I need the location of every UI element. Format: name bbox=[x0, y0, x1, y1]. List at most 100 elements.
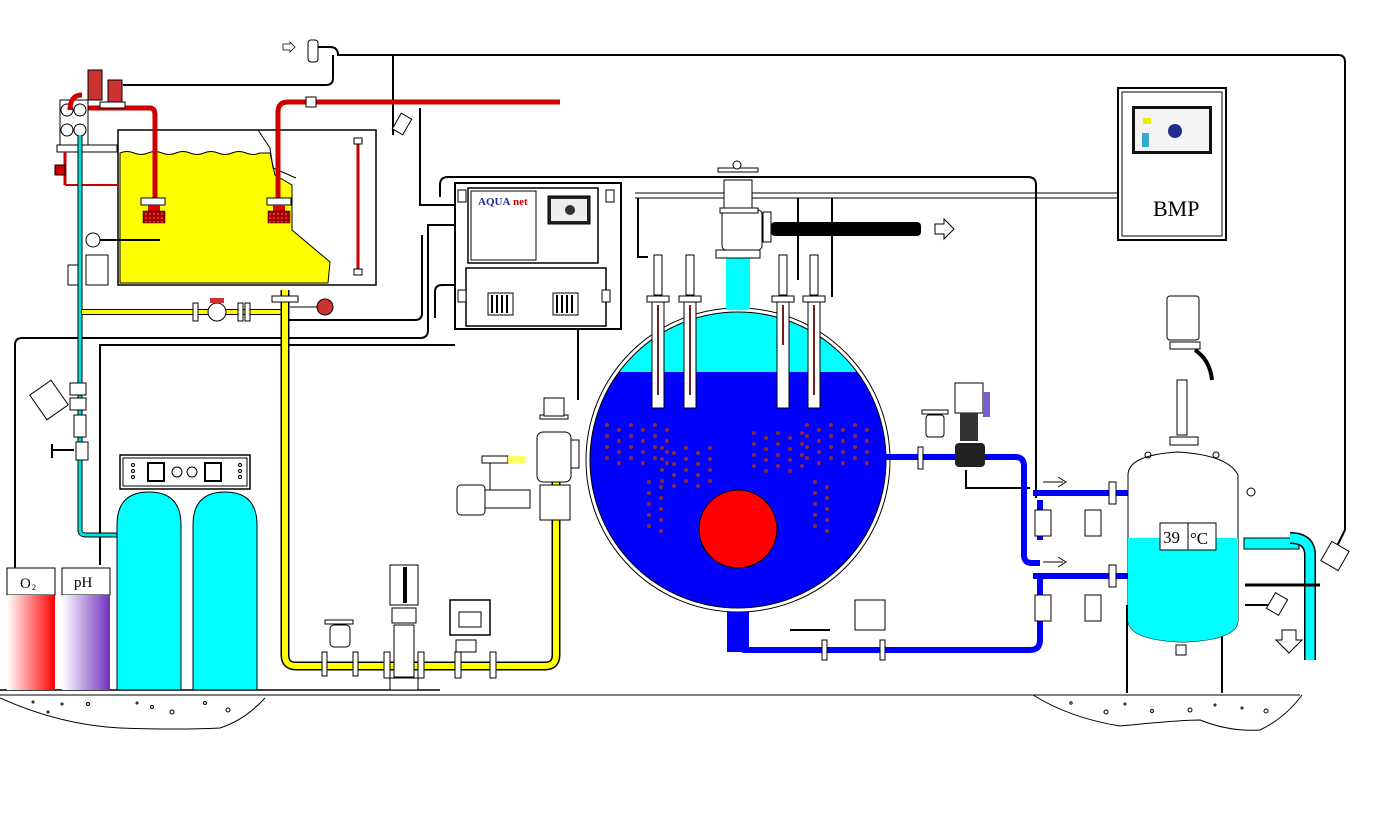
exhaust-pipe bbox=[771, 217, 955, 241]
fire-tube bbox=[813, 480, 817, 484]
main-steam-valve bbox=[715, 160, 772, 259]
fire-tube bbox=[752, 442, 756, 446]
fire-tube bbox=[659, 496, 663, 500]
fire-tube bbox=[696, 451, 700, 455]
o2-label: O bbox=[20, 576, 31, 592]
boiler-burner bbox=[698, 489, 778, 569]
boiler-electrodes bbox=[646, 254, 826, 409]
bmp-label: BMP bbox=[1153, 196, 1199, 221]
ph-analyzer: pH bbox=[61, 567, 111, 690]
softener-column-1 bbox=[116, 491, 182, 691]
fire-tube bbox=[660, 446, 664, 450]
fire-tube bbox=[708, 479, 712, 483]
softener-control-panel bbox=[119, 454, 251, 490]
fire-tube bbox=[825, 529, 829, 533]
o2-dosing-valve bbox=[29, 379, 89, 461]
fire-tube bbox=[800, 442, 804, 446]
fire-tube bbox=[684, 457, 688, 461]
fire-tube bbox=[684, 479, 688, 483]
aquanet-brand-net: net bbox=[513, 196, 528, 208]
fire-tube bbox=[764, 458, 768, 462]
feed-control-valve bbox=[449, 599, 497, 679]
fire-tube bbox=[653, 456, 657, 460]
fire-tube bbox=[788, 436, 792, 440]
fire-tube bbox=[629, 445, 633, 449]
fire-tube bbox=[605, 423, 609, 427]
fire-tube bbox=[659, 518, 663, 522]
fire-tube bbox=[800, 453, 804, 457]
fire-tube bbox=[752, 464, 756, 468]
fire-tube bbox=[665, 439, 669, 443]
fire-tube bbox=[629, 423, 633, 427]
fire-tube bbox=[752, 431, 756, 435]
fire-tube bbox=[813, 524, 817, 528]
bmp-panel: BMP bbox=[1117, 87, 1227, 241]
fire-tube bbox=[617, 428, 621, 432]
fire-tube bbox=[776, 464, 780, 468]
fire-tube bbox=[853, 434, 857, 438]
fire-tube bbox=[825, 518, 829, 522]
fire-tube bbox=[841, 450, 845, 454]
fire-tube bbox=[817, 450, 821, 454]
fire-tube bbox=[660, 479, 664, 483]
fire-tube bbox=[865, 428, 869, 432]
feed-valve-gate bbox=[321, 619, 359, 677]
fire-tube bbox=[653, 423, 657, 427]
fire-tube bbox=[805, 434, 809, 438]
soft-water-pipe bbox=[77, 135, 130, 538]
aquanet-controller: AQUA net bbox=[454, 182, 622, 330]
ph-label: pH bbox=[74, 575, 93, 591]
fire-tube bbox=[825, 496, 829, 500]
signal-cables bbox=[14, 46, 1346, 595]
fire-tube bbox=[708, 446, 712, 450]
fire-tube bbox=[788, 469, 792, 473]
o2-analyzer: O 2 bbox=[6, 567, 56, 690]
fire-tube bbox=[800, 431, 804, 435]
fire-tube bbox=[776, 453, 780, 457]
fire-tube bbox=[665, 450, 669, 454]
fire-tube bbox=[665, 428, 669, 432]
fire-tube bbox=[647, 513, 651, 517]
fire-tube bbox=[605, 456, 609, 460]
softener-column-2 bbox=[192, 491, 258, 691]
fire-tube bbox=[659, 485, 663, 489]
fire-tube bbox=[665, 461, 669, 465]
steam-valve-cluster bbox=[54, 69, 126, 186]
boiler bbox=[585, 258, 891, 652]
fire-tube bbox=[752, 453, 756, 457]
fire-tube bbox=[617, 439, 621, 443]
fire-tube bbox=[829, 434, 833, 438]
fire-tube bbox=[841, 461, 845, 465]
fire-tube bbox=[853, 423, 857, 427]
fire-tube bbox=[813, 513, 817, 517]
hot-water-tank: 39 °C bbox=[1126, 295, 1350, 693]
fire-tube bbox=[800, 464, 804, 468]
fire-tube bbox=[617, 461, 621, 465]
level-sensor bbox=[67, 232, 160, 286]
fire-tube bbox=[672, 462, 676, 466]
fire-tube bbox=[653, 434, 657, 438]
feed-pump bbox=[383, 564, 425, 691]
fire-tube bbox=[853, 456, 857, 460]
tank-temperature-unit: °C bbox=[1190, 529, 1208, 548]
fire-tube bbox=[641, 439, 645, 443]
safety-valve bbox=[391, 110, 413, 136]
fire-tube bbox=[605, 434, 609, 438]
feed-water-pipe bbox=[82, 290, 578, 671]
fire-tube bbox=[641, 428, 645, 432]
fire-tube bbox=[684, 468, 688, 472]
fire-tube bbox=[672, 451, 676, 455]
o2-subscript: 2 bbox=[32, 583, 36, 592]
fire-tube bbox=[788, 458, 792, 462]
outlet-valves bbox=[790, 382, 1117, 661]
fire-tube bbox=[865, 461, 869, 465]
ground-right bbox=[1032, 694, 1303, 731]
fire-tube bbox=[825, 485, 829, 489]
fire-tube bbox=[605, 445, 609, 449]
fire-tube bbox=[825, 507, 829, 511]
fire-tube bbox=[841, 439, 845, 443]
fire-tube bbox=[684, 446, 688, 450]
fire-tube bbox=[817, 439, 821, 443]
fire-tube bbox=[708, 457, 712, 461]
